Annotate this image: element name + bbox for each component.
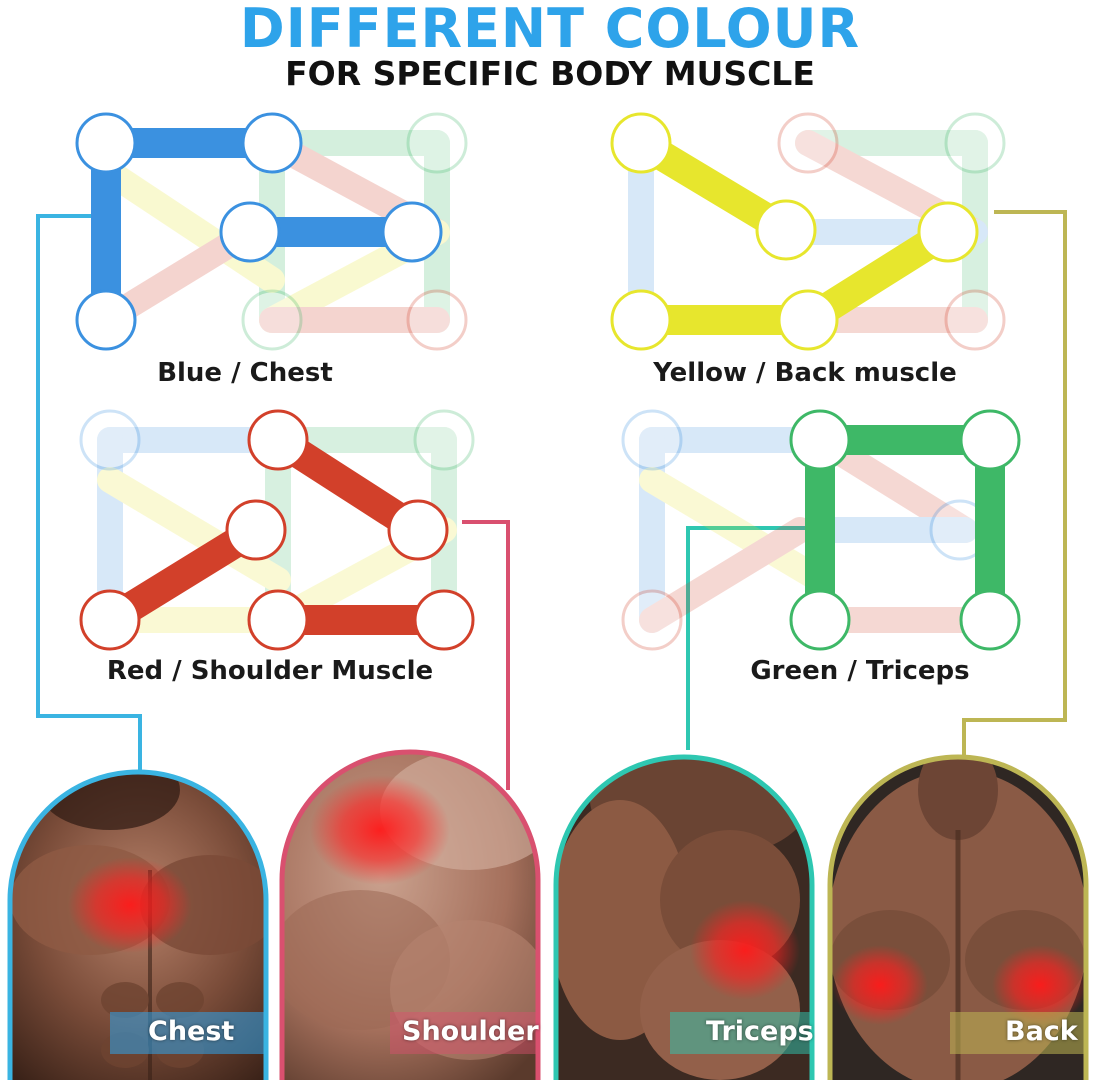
red-shoulder-label: Red / Shoulder Muscle bbox=[106, 656, 434, 686]
yellow-back-label: Yellow / Back muscle bbox=[653, 358, 957, 388]
yellow-back-diagram bbox=[610, 112, 1006, 351]
back-connector-line bbox=[962, 210, 1067, 755]
shoulder-connector-line bbox=[462, 520, 510, 790]
page-subtitle: FOR SPECIFIC BODY MUSCLE bbox=[285, 54, 815, 93]
green-triceps-label: Green / Triceps bbox=[750, 656, 970, 686]
blue-chest-label: Blue / Chest bbox=[157, 358, 333, 388]
chest-connector-line bbox=[36, 214, 142, 770]
chest-tag: Chest bbox=[148, 1016, 235, 1047]
shoulder-photo bbox=[279, 749, 541, 1080]
chest-photo bbox=[7, 769, 269, 1080]
triceps-connector-line bbox=[686, 526, 806, 750]
shoulder-tag: Shoulder bbox=[402, 1016, 539, 1047]
blue-chest-diagram bbox=[75, 112, 468, 351]
back-photo bbox=[827, 754, 1089, 1080]
triceps-tag: Triceps bbox=[706, 1016, 814, 1047]
back-tag: Back bbox=[1005, 1016, 1078, 1047]
red-shoulder-diagram bbox=[79, 409, 475, 651]
green-triceps-diagram bbox=[621, 409, 1021, 651]
page-title: DIFFERENT COLOUR bbox=[239, 0, 861, 60]
triceps-photo bbox=[553, 754, 815, 1080]
